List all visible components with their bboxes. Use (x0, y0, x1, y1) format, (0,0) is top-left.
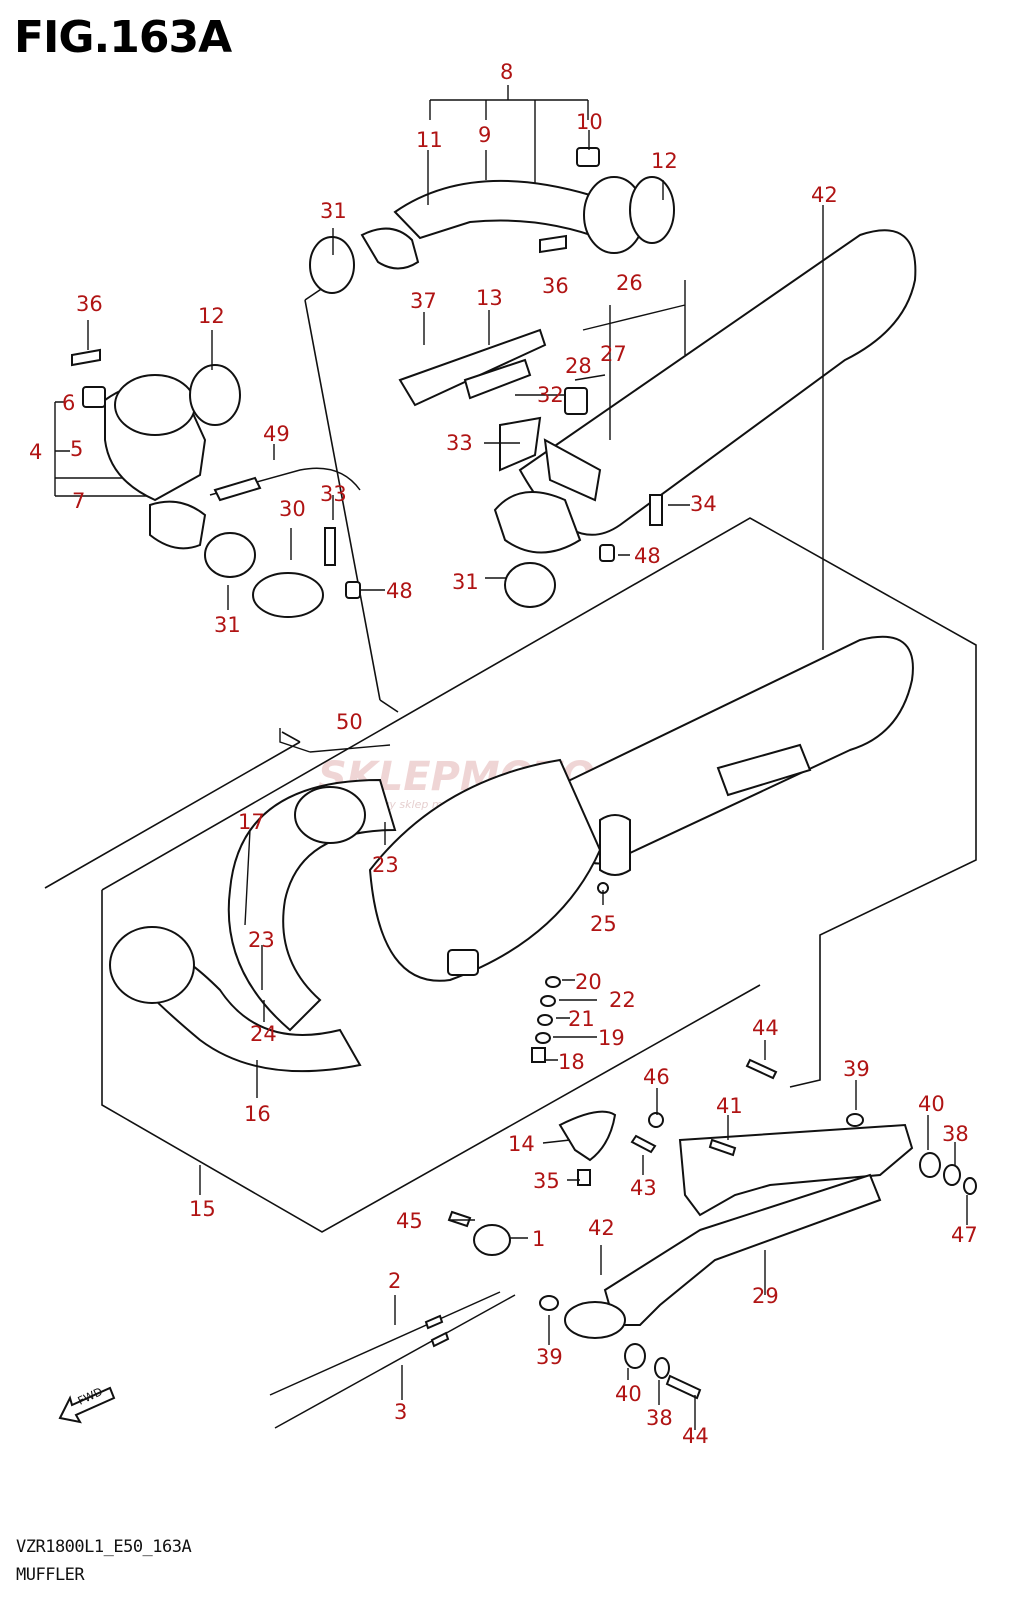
callout-31: 31 (214, 613, 241, 637)
callout-38: 38 (942, 1122, 969, 1146)
main-muffler-assembly (109, 635, 914, 1073)
callout-39: 39 (536, 1345, 563, 1369)
bracket-lines (54, 85, 686, 497)
callout-33: 33 (320, 482, 347, 506)
callout-44: 44 (752, 1016, 779, 1040)
callout-22: 22 (609, 988, 636, 1012)
callout-10: 10 (576, 110, 603, 134)
callout-1: 1 (532, 1227, 545, 1251)
callout-23: 23 (248, 928, 275, 952)
callout-37: 37 (410, 289, 437, 313)
callout-26: 26 (616, 271, 643, 295)
callout-11: 11 (416, 128, 443, 152)
fastener-stack (531, 976, 561, 1063)
callout-4: 4 (29, 440, 42, 464)
model-code: VZR1800L1_E50_163A (16, 1537, 192, 1557)
callout-7: 7 (72, 489, 85, 513)
fwd-arrow-icon: FWD (58, 1385, 116, 1424)
callout-35: 35 (533, 1169, 560, 1193)
callout-12: 12 (198, 304, 225, 328)
leader-lines (87, 130, 968, 1430)
callout-12: 12 (651, 149, 678, 173)
lower-bracket-assembly (539, 1058, 977, 1400)
callout-45: 45 (396, 1209, 423, 1233)
callout-33: 33 (446, 431, 473, 455)
callout-30: 30 (279, 497, 306, 521)
callout-24: 24 (250, 1022, 277, 1046)
callout-23: 23 (372, 853, 399, 877)
callout-41: 41 (716, 1094, 743, 1118)
callout-6: 6 (62, 391, 75, 415)
callout-17: 17 (238, 810, 265, 834)
callout-42: 42 (588, 1216, 615, 1240)
callout-8: 8 (500, 60, 513, 84)
callout-48: 48 (634, 544, 661, 568)
callout-32: 32 (537, 383, 564, 407)
upper-muffler-assembly (398, 229, 917, 608)
callout-49: 49 (263, 422, 290, 446)
callout-15: 15 (189, 1197, 216, 1221)
callout-14: 14 (508, 1132, 535, 1156)
callout-48: 48 (386, 579, 413, 603)
callout-36: 36 (76, 292, 103, 316)
figure-title: FIG.163A (14, 12, 232, 63)
callout-34: 34 (690, 492, 717, 516)
callout-31: 31 (452, 570, 479, 594)
callout-40: 40 (918, 1092, 945, 1116)
callout-2: 2 (388, 1269, 401, 1293)
callout-31: 31 (320, 199, 347, 223)
callout-47: 47 (951, 1223, 978, 1247)
upper-pipe-assembly (309, 147, 675, 294)
callout-18: 18 (558, 1050, 585, 1074)
callout-16: 16 (244, 1102, 271, 1126)
callout-9: 9 (478, 123, 491, 147)
callout-29: 29 (752, 1284, 779, 1308)
callout-38: 38 (646, 1406, 673, 1430)
callout-28: 28 (565, 354, 592, 378)
callout-39: 39 (843, 1057, 870, 1081)
callout-labels: 8 11 9 10 12 31 36 42 26 37 13 28 27 36 … (29, 60, 978, 1448)
diagram-caption: MUFFLER (16, 1565, 85, 1585)
callout-5: 5 (70, 437, 83, 461)
grommet-assembly (447, 1210, 511, 1256)
callout-50: 50 (336, 710, 363, 734)
callout-44: 44 (682, 1424, 709, 1448)
callout-43: 43 (630, 1176, 657, 1200)
callout-21: 21 (568, 1007, 595, 1031)
callout-27: 27 (600, 342, 627, 366)
callout-40: 40 (615, 1382, 642, 1406)
callout-42: 42 (811, 183, 838, 207)
callout-13: 13 (476, 286, 503, 310)
callout-19: 19 (598, 1026, 625, 1050)
left-pipe-assembly (71, 348, 361, 618)
callout-46: 46 (643, 1065, 670, 1089)
callout-25: 25 (590, 912, 617, 936)
cables (269, 1291, 516, 1429)
callout-36: 36 (542, 274, 569, 298)
callout-20: 20 (575, 970, 602, 994)
callout-3: 3 (394, 1400, 407, 1424)
